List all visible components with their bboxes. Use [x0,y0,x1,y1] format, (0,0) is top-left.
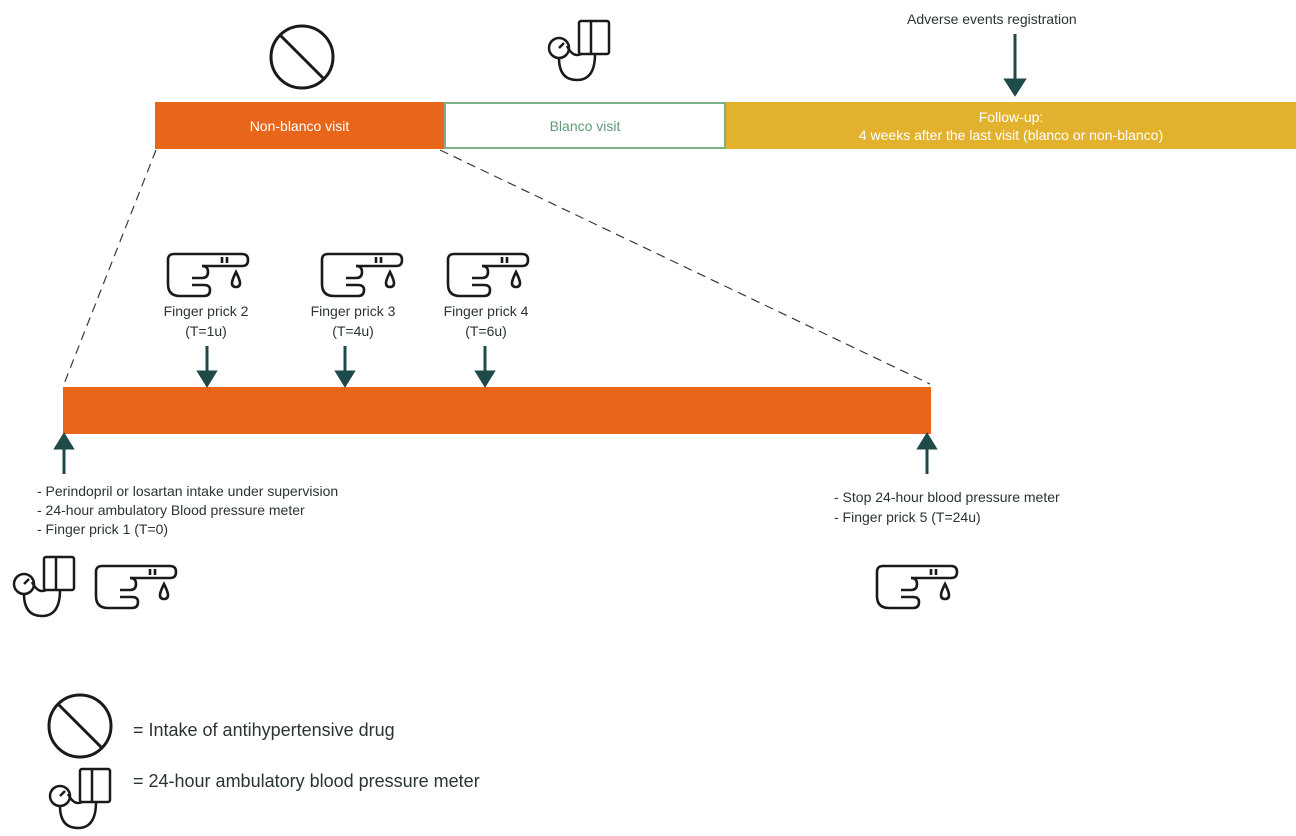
start-note: - Finger prick 1 (T=0) [37,521,169,537]
blanco-visit-label: Blanco visit [549,117,621,134]
end-notes: - Stop 24-hour blood pressure meter - Fi… [834,487,1060,527]
start-arrow [53,432,75,450]
start-note: - Perindopril or losartan intake under s… [37,483,339,499]
finger-prick-4-label: Finger prick 4 (T=6u) [443,303,529,339]
no-drug-icon [269,24,335,90]
blood-pressure-meter-icon [12,555,76,618]
finger-prick-icon [320,252,404,298]
zoom-line-right [439,149,931,385]
finger-prick-2-arrow [196,370,218,388]
no-drug-icon [47,693,113,759]
legend-meter-label: = 24-hour ambulatory blood pressure mete… [133,771,480,791]
zoom-line-left [63,149,157,385]
follow-up-bar: Follow-up: 4 weeks after the last visit … [726,102,1296,149]
blanco-visit-bar: Blanco visit [444,102,726,149]
end-arrow [916,432,938,450]
finger-prick-3-label: Finger prick 3 (T=4u) [310,303,396,339]
finger-prick-4-arrow [474,370,496,388]
finger-prick-icon [166,252,250,298]
follow-up-title: Follow-up: [978,108,1044,125]
end-note: - Stop 24-hour blood pressure meter [834,489,1060,505]
adverse-events-label: Adverse events registration [907,11,1077,27]
start-notes: - Perindopril or losartan intake under s… [37,482,338,539]
finger-prick-2-label: Finger prick 2 (T=1u) [163,303,249,339]
blood-pressure-meter-icon [48,767,112,830]
adverse-events-arrow [1003,78,1027,97]
follow-up-description: 4 weeks after the last visit (blanco or … [858,126,1164,143]
blood-pressure-meter-icon [547,19,611,82]
non-blanco-visit-bar: Non-blanco visit [155,102,444,149]
finger-prick-icon [875,564,959,610]
start-note: - 24-hour ambulatory Blood pressure mete… [37,502,305,518]
legend-drug-label: = Intake of antihypertensive drug [133,720,395,740]
end-note: - Finger prick 5 (T=24u) [834,509,981,525]
non-blanco-visit-label: Non-blanco visit [249,117,350,134]
non-blanco-detail-bar [63,387,931,434]
finger-prick-icon [94,564,178,610]
finger-prick-icon [446,252,530,298]
finger-prick-3-arrow [334,370,356,388]
